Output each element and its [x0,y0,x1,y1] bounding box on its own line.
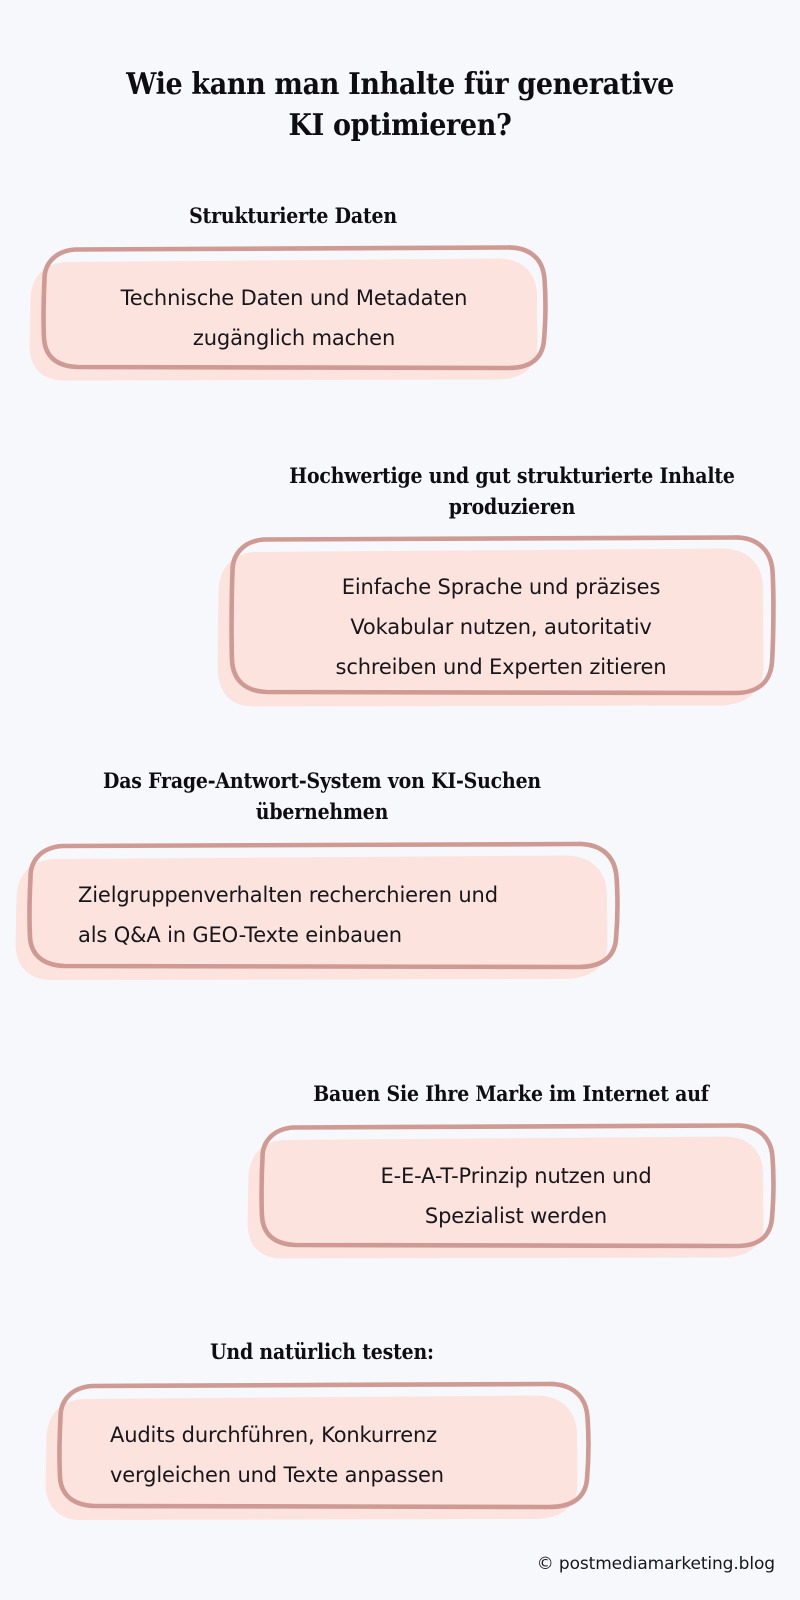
card-text-line-1: Audits durchführen, Konkurrenz [110,1423,438,1447]
card-text: E-E-A-T-Prinzip nutzen und Spezialist we… [256,1134,776,1260]
card-text-line-2: Vokabular nutzen, autoritativ [350,615,652,639]
section-heading-line-2: produzieren [448,494,576,519]
card-text-line-1: Einfache Sprache und präzises [341,575,661,599]
card-hochwertige-inhalte: Einfache Sprache und präzises Vokabular … [216,534,782,708]
card-text-line-2: Spezialist werden [424,1204,608,1228]
section-heading-line-1: Hochwertige und gut strukturierte Inhalt… [289,463,735,488]
card-text: Zielgruppenverhalten recherchieren und a… [24,853,620,981]
page-title-line-2: KI optimieren? [288,108,512,143]
section-heading-line-2: übernehmen [255,799,389,824]
card-text-line-1: E-E-A-T-Prinzip nutzen und [380,1164,652,1188]
section-hochwertige-inhalte: Hochwertige und gut strukturierte Inhalt… [0,460,800,708]
section-heading: Das Frage-Antwort-System von KI-Suchen ü… [52,765,592,827]
section-marke-im-internet: Bauen Sie Ihre Marke im Internet auf E-E… [0,1078,800,1260]
card-text: Audits durchführen, Konkurrenz vergleich… [54,1393,590,1521]
card-text: Einfache Sprache und präzises Vokabular … [226,546,776,708]
page-title-line-1: Wie kann man Inhalte für generative [126,67,674,102]
section-heading-line-1: Und natürlich testen: [210,1339,434,1364]
section-natuerlich-testen: Und natürlich testen: Audits durchführen… [0,1336,800,1521]
section-heading-line-1: Bauen Sie Ihre Marke im Internet auf [313,1081,709,1106]
card-text: Technische Daten und Metadaten zugänglic… [38,256,550,382]
section-strukturierte-daten: Strukturierte Daten Technische Daten und… [0,200,800,382]
section-frage-antwort-system: Das Frage-Antwort-System von KI-Suchen ü… [0,765,800,981]
card-strukturierte-daten: Technische Daten und Metadaten zugänglic… [28,244,556,382]
footer-copyright: © postmediamarketing.blog [536,1554,775,1574]
card-text-line-1: Zielgruppenverhalten recherchieren und [78,883,498,907]
section-heading: Strukturierte Daten [29,200,556,231]
card-text-line-2: als Q&A in GEO-Texte einbauen [78,923,402,947]
section-heading: Hochwertige und gut strukturierte Inhalt… [253,460,771,522]
card-frage-antwort-system: Zielgruppenverhalten recherchieren und a… [14,841,626,981]
section-heading-line-1: Strukturierte Daten [189,203,397,228]
card-text-line-3: schreiben und Experten zitieren [335,655,667,679]
card-natuerlich-testen: Audits durchführen, Konkurrenz vergleich… [44,1381,596,1521]
card-marke-im-internet: E-E-A-T-Prinzip nutzen und Spezialist we… [246,1122,782,1260]
section-heading-line-1: Das Frage-Antwort-System von KI-Suchen [103,768,541,793]
card-text-line-2: vergleichen und Texte anpassen [110,1463,444,1487]
card-text-line-1: Technische Daten und Metadaten [120,286,468,310]
page-title: Wie kann man Inhalte für generative KI o… [40,64,760,146]
section-heading: Und natürlich testen: [52,1336,592,1367]
section-heading: Bauen Sie Ihre Marke im Internet auf [265,1078,756,1109]
card-text-line-2: zugänglich machen [192,326,396,350]
